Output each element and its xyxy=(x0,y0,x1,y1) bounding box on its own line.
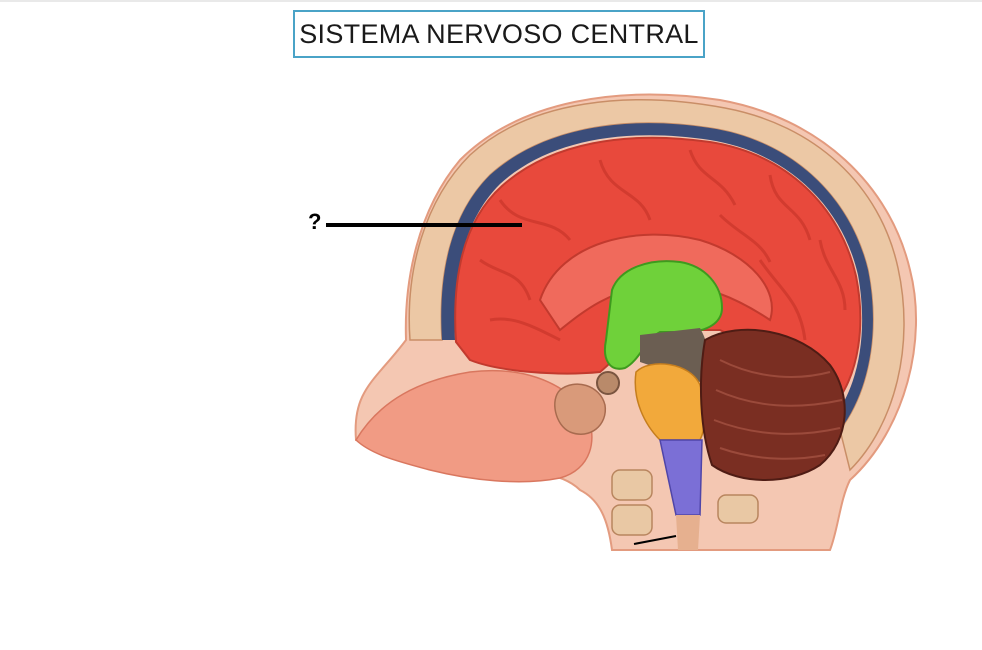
pituitary xyxy=(596,371,620,395)
question-marker: ? xyxy=(308,209,322,234)
top-divider xyxy=(0,0,982,2)
cerebrum-gyri xyxy=(479,149,847,342)
face-region xyxy=(355,369,593,483)
cerebellum-folia xyxy=(713,359,843,460)
sphenoid-sinus xyxy=(554,383,606,435)
small-pointer-line xyxy=(633,535,677,545)
diencephalon xyxy=(604,260,724,370)
spinal-cord xyxy=(676,515,700,550)
midbrain xyxy=(640,328,709,382)
title-box: SISTEMA NERVOSO CENTRAL xyxy=(293,10,705,58)
page-title: SISTEMA NERVOSO CENTRAL xyxy=(299,18,699,49)
vertebrae xyxy=(611,469,759,536)
